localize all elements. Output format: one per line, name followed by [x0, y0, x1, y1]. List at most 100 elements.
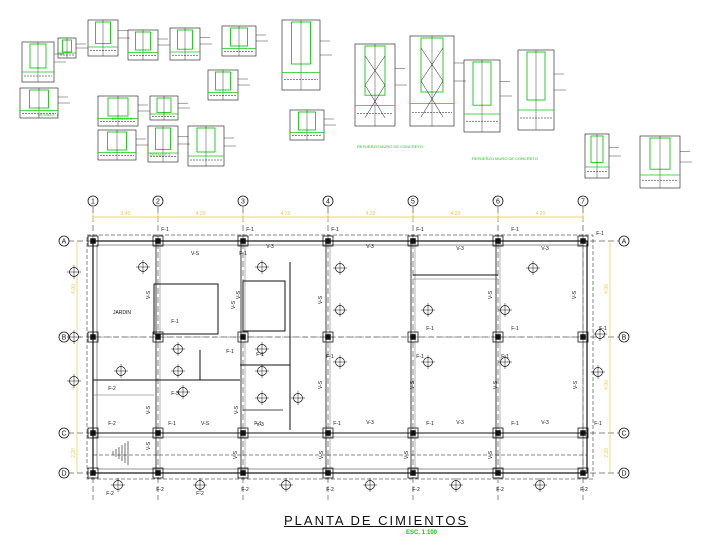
footing-label: F-1 [254, 421, 262, 427]
column-axis-bubble [237, 195, 249, 207]
partition-wall [242, 280, 286, 332]
column [325, 238, 331, 244]
column [495, 470, 501, 476]
top-dimension-label: 4.20 [451, 211, 461, 217]
row-axis-label: B [622, 335, 627, 342]
footing-outline [86, 234, 594, 480]
footing-label: F-1 [246, 227, 254, 233]
beam-label: V-S [319, 450, 325, 459]
detail-caption: REFUERZO MURO DE CONCRETO [472, 156, 538, 161]
column [155, 238, 161, 244]
column-axis-label: 4 [326, 199, 330, 206]
left-dimension-label: 2.20 [71, 448, 77, 458]
column [580, 470, 586, 476]
column-footing [237, 235, 249, 247]
footing-label: F-2 [241, 487, 249, 493]
detail-caption: DETALLE 3 [150, 152, 172, 157]
column-axis-bubble [492, 195, 504, 207]
row-axis-bubble [58, 235, 70, 247]
beam-label: V-S [201, 421, 210, 427]
detail-brace [420, 47, 444, 82]
column-axis-label: 5 [411, 199, 415, 206]
plan-scale: ESC. 1:100 [406, 530, 438, 536]
column-footing [237, 467, 249, 479]
column-footing [577, 427, 589, 439]
footing-label: F-2 [326, 487, 334, 493]
column [90, 238, 96, 244]
beam-label: V-S [488, 450, 494, 459]
beam-label: V-S [493, 380, 499, 389]
column [495, 238, 501, 244]
footing-label: F-1 [594, 421, 602, 427]
beam-label: V-3 [266, 244, 274, 250]
detail-caption: REFUERZO MURO DE CONCRETO [357, 144, 423, 149]
footing-label: F-1 [239, 251, 247, 257]
column [240, 430, 246, 436]
right-dimension-label: 4.00 [604, 380, 610, 390]
row-axis-label: A [622, 239, 627, 246]
beam-label: V-3 [456, 246, 464, 252]
column-axis-label: 6 [496, 199, 500, 206]
column-footing [577, 331, 589, 343]
beam-label: V-S [572, 290, 578, 299]
column-footing [322, 331, 334, 343]
column [155, 430, 161, 436]
detail-caption: DETALLE 1 [38, 112, 60, 117]
footing-label: F-2 [580, 487, 588, 493]
row-axis-label: C [621, 431, 626, 438]
row-axis-bubble [618, 427, 630, 439]
footing-label: F-1 [416, 354, 424, 360]
column-footing [407, 467, 419, 479]
column-footing [152, 331, 164, 343]
footing-label: F-2 [412, 487, 420, 493]
column-axis-label: 1 [91, 199, 95, 206]
column [155, 470, 161, 476]
left-dimension-label: 4.00 [71, 284, 77, 294]
beam-label: V-S [318, 380, 324, 389]
right-dimension-label: 4.00 [604, 284, 610, 294]
footing-label: F-1 [599, 326, 607, 332]
column-footing [407, 331, 419, 343]
beam-label: V-S [573, 380, 579, 389]
beam-label: V-S [318, 295, 324, 304]
detail-brace [364, 84, 386, 118]
footing-label: F-1 [168, 421, 176, 427]
top-dimension-label: 4.20 [366, 211, 376, 217]
footing-label: F-2 [108, 386, 116, 392]
column [495, 430, 501, 436]
column-footing [407, 427, 419, 439]
beam-label: V-S [231, 300, 237, 309]
column [240, 334, 246, 340]
column [325, 470, 331, 476]
column [410, 238, 416, 244]
room-label: JARDIN [113, 310, 131, 316]
column-footing [492, 235, 504, 247]
column-axis-bubble [407, 195, 419, 207]
column [240, 470, 246, 476]
column-footing [322, 467, 334, 479]
row-axis-label: D [621, 471, 626, 478]
detail-brace [420, 80, 444, 118]
partition-wall [153, 283, 219, 335]
footing-label: F-2 [156, 487, 164, 493]
column [410, 334, 416, 340]
column-axis-bubble [322, 195, 334, 207]
column-footing [87, 427, 99, 439]
beam-label: V-3 [366, 420, 374, 426]
footing-label: F-3 [171, 391, 179, 397]
footing-label: F-1 [331, 227, 339, 233]
footing-label: F-1 [226, 349, 234, 355]
column-axis-bubble [577, 195, 589, 207]
outer-wall [92, 240, 588, 474]
column-footing [87, 235, 99, 247]
column [495, 334, 501, 340]
footing-label: F-1 [256, 352, 264, 358]
footing-label: F-1 [596, 231, 604, 237]
row-axis-bubble [618, 331, 630, 343]
column [410, 470, 416, 476]
beam-label: V-S [146, 290, 152, 299]
column-footing [577, 467, 589, 479]
column-footing [492, 467, 504, 479]
beam-label: V-S [146, 441, 152, 450]
column [90, 334, 96, 340]
